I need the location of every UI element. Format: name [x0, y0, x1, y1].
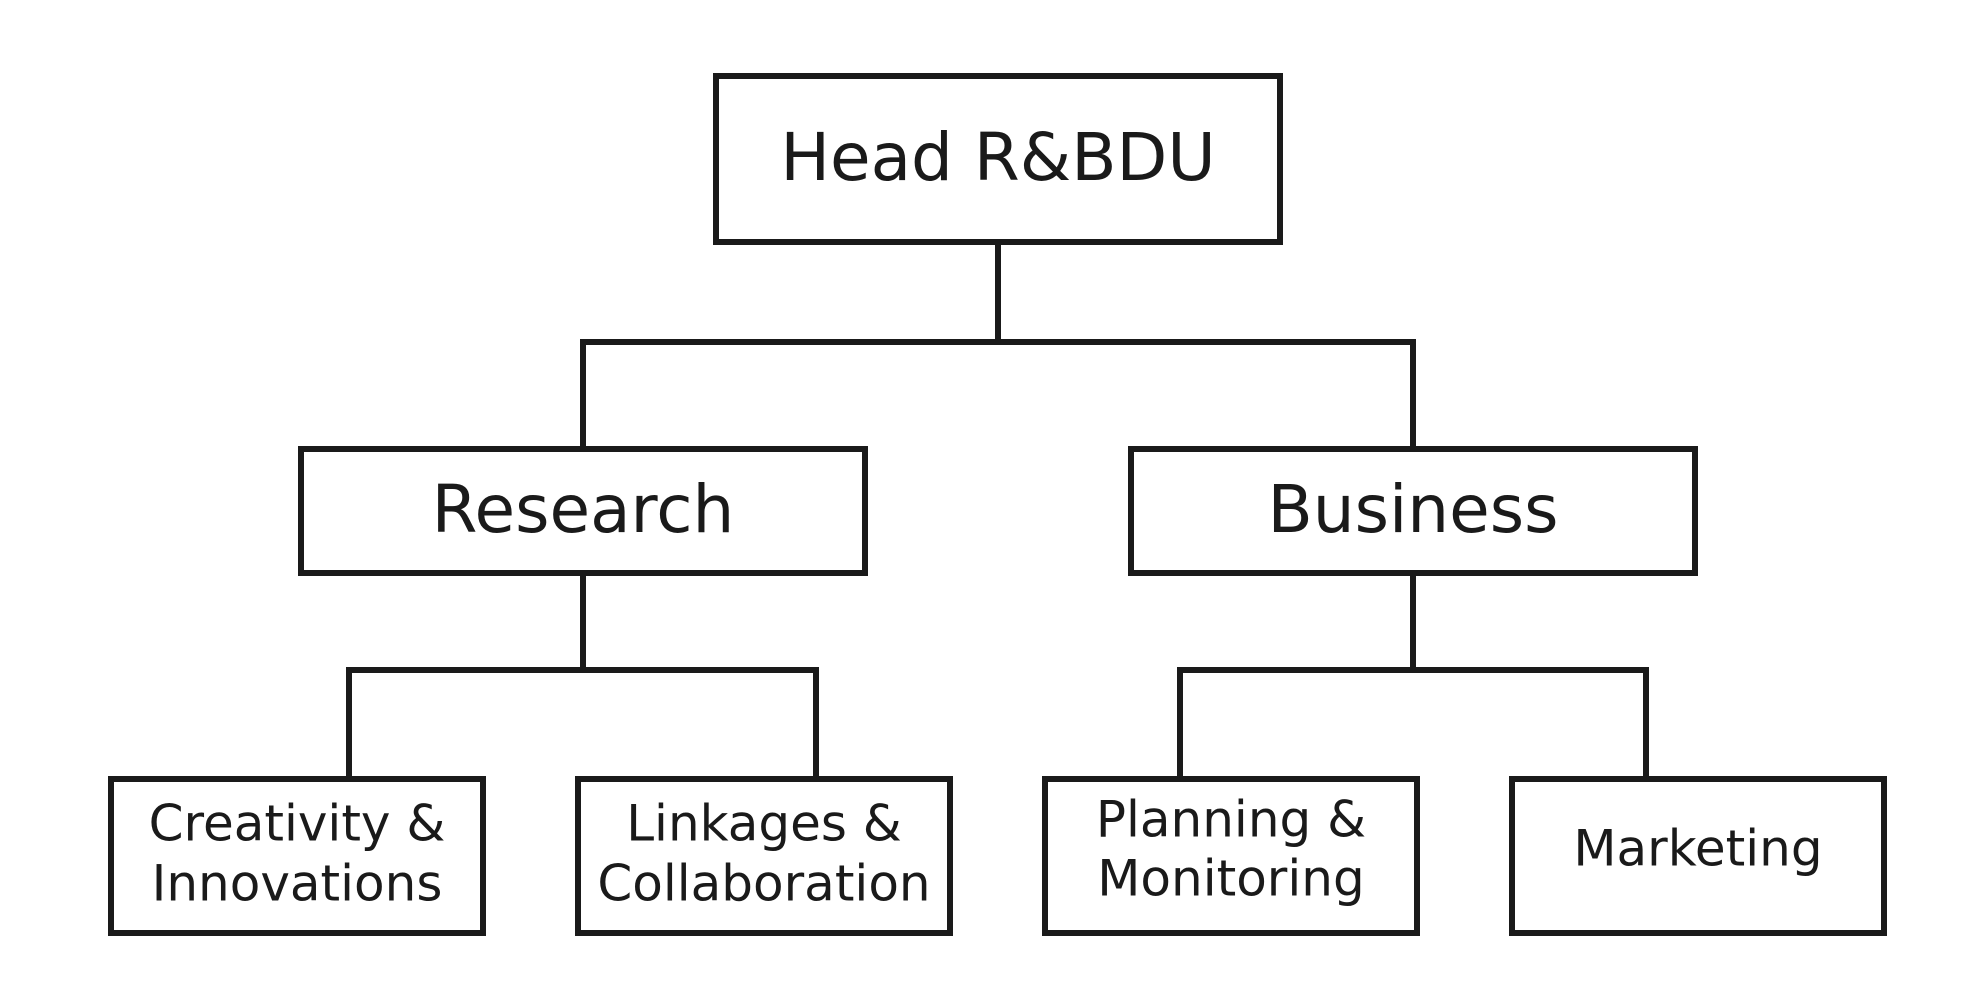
connector-head-children — [580, 339, 1416, 452]
node-linkages-collaboration: Linkages & Collaboration — [575, 776, 953, 936]
node-creativity-innovations-line1: Creativity & — [149, 795, 446, 853]
node-marketing: Marketing — [1509, 776, 1887, 936]
node-research: Research — [298, 446, 868, 576]
node-research-label: Research — [432, 471, 735, 548]
connector-business-children — [1177, 667, 1649, 779]
node-head: Head R&BDU — [713, 73, 1283, 245]
node-head-label: Head R&BDU — [780, 119, 1215, 196]
node-creativity-innovations: Creativity & Innovations — [108, 776, 486, 936]
node-planning-monitoring-line2: Monitoring — [1097, 850, 1364, 908]
node-marketing-label: Marketing — [1573, 820, 1822, 878]
node-planning-monitoring-line1: Planning & — [1096, 791, 1366, 849]
node-linkages-collaboration-line2: Collaboration — [597, 855, 930, 913]
node-linkages-collaboration-line1: Linkages & — [626, 795, 902, 853]
node-planning-monitoring: Planning & Monitoring — [1042, 776, 1420, 936]
node-creativity-innovations-line2: Innovations — [152, 855, 443, 913]
connector-research-children — [346, 667, 819, 779]
node-business-label: Business — [1267, 471, 1558, 548]
node-business: Business — [1128, 446, 1698, 576]
connectors — [346, 239, 1649, 779]
